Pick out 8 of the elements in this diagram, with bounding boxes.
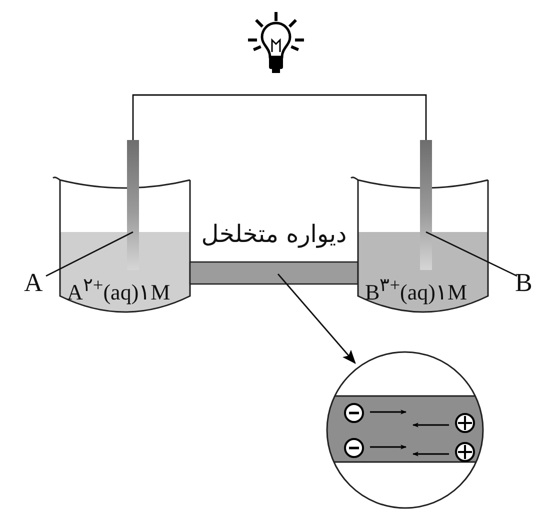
leader-line — [46, 231, 134, 277]
leader-line — [426, 231, 518, 277]
electrode-label: B — [515, 268, 532, 298]
porous-wall-label: دیواره متخلخل — [200, 220, 348, 248]
wire — [275, 94, 427, 140]
arrow — [277, 274, 356, 364]
electrode-label: A — [24, 268, 43, 298]
wire — [132, 94, 277, 140]
